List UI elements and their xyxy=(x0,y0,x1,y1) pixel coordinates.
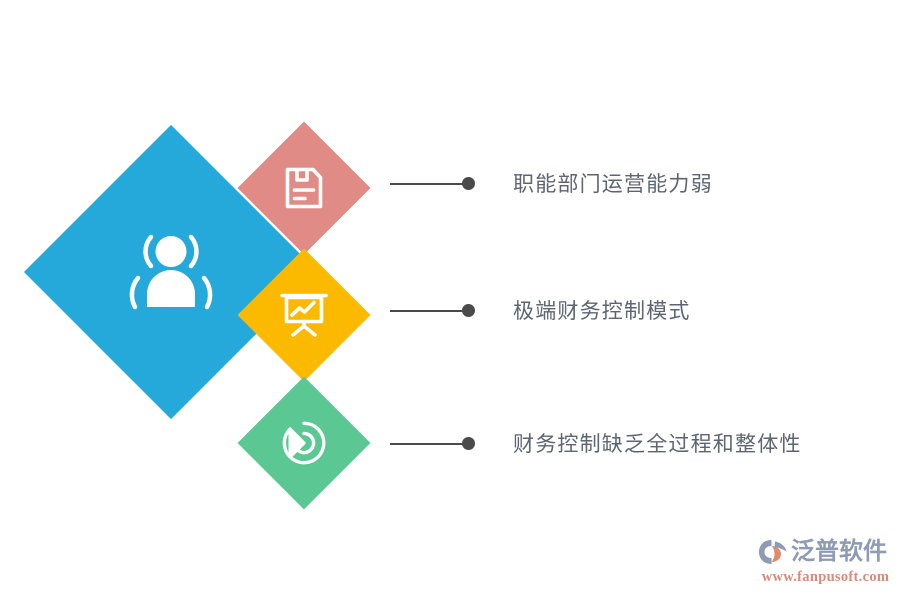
item-diamond-1 xyxy=(237,121,371,255)
connector-dot-3 xyxy=(462,437,475,450)
item-row-1: 职能部门运营能力弱 xyxy=(0,164,900,204)
item-icon-wrap-3 xyxy=(281,420,327,466)
connector-dot-2 xyxy=(462,304,475,317)
center-node-icon-wrap xyxy=(125,233,217,311)
item-label-1: 职能部门运营能力弱 xyxy=(513,172,713,196)
center-node-diamond xyxy=(23,124,319,420)
watermark-top-row: 泛普软件 xyxy=(758,536,893,568)
people-icon xyxy=(129,234,213,310)
connector-line-3 xyxy=(390,443,468,445)
pie-arrow-icon xyxy=(282,421,326,465)
item-icon-wrap-2 xyxy=(280,292,328,338)
connector-line-2 xyxy=(390,310,468,312)
presentation-chart-icon xyxy=(280,293,328,337)
watermark-brand-name: 泛普软件 xyxy=(791,538,887,565)
document-save-icon xyxy=(285,167,323,209)
item-diamond-2 xyxy=(237,248,371,382)
connector-line-1 xyxy=(390,183,468,185)
item-diamond-3 xyxy=(237,376,371,510)
watermark-url: www.fanpusoft.com xyxy=(761,569,890,585)
item-row-2: 极端财务控制模式 xyxy=(0,291,900,331)
item-label-3: 财务控制缺乏全过程和整体性 xyxy=(513,432,802,456)
item-row-3: 财务控制缺乏全过程和整体性 xyxy=(0,424,900,464)
item-icon-wrap-1 xyxy=(283,166,325,210)
item-label-2: 极端财务控制模式 xyxy=(513,299,691,323)
connector-dot-1 xyxy=(462,177,475,190)
watermark: 泛普软件 www.fanpusoft.com xyxy=(758,536,893,588)
fanpu-logo-icon xyxy=(759,540,787,564)
